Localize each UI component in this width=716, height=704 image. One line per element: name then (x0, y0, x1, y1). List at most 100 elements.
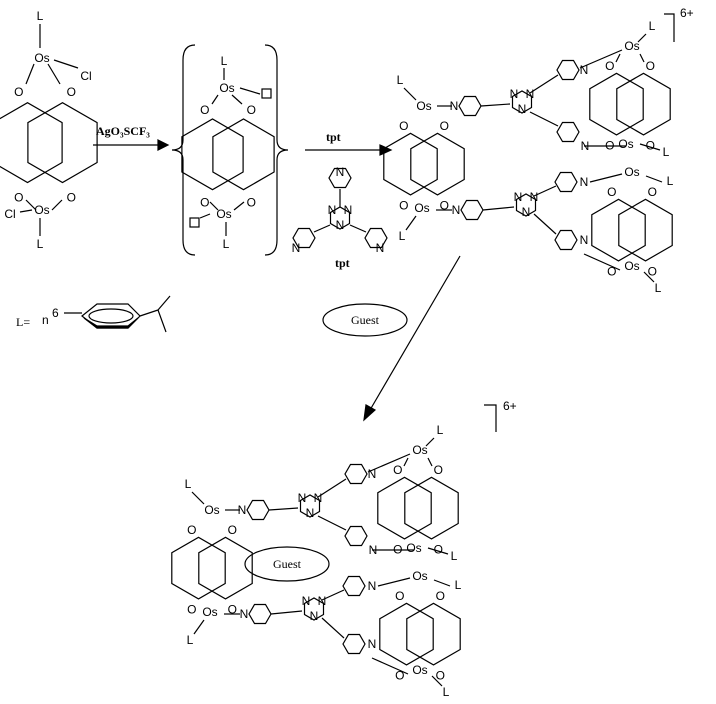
atom-l: L (443, 685, 450, 699)
bond (317, 478, 347, 498)
atom-l: L (451, 549, 458, 563)
eta-label: n (42, 313, 49, 327)
atom-n: N (522, 205, 531, 219)
ring (0, 102, 63, 184)
bond (589, 173, 623, 183)
bond (639, 53, 645, 63)
charge-bottom: 6+ (503, 399, 517, 413)
ring (198, 536, 253, 600)
atom-o: O (607, 264, 616, 278)
bond (639, 143, 661, 151)
bond (53, 59, 79, 69)
bond (51, 199, 63, 211)
atom-o: O (395, 668, 404, 682)
bond (367, 453, 411, 473)
bond (268, 507, 299, 511)
ring (212, 118, 275, 191)
atom-o: O (440, 119, 449, 133)
atom-os: Os (624, 39, 639, 53)
bond (482, 206, 515, 211)
ring (342, 633, 366, 655)
atom-n: N (510, 87, 519, 101)
atom-l: L (437, 423, 444, 437)
ring (554, 229, 578, 251)
atom-o: O (200, 103, 209, 117)
bond (405, 215, 417, 231)
atom-o: O (648, 264, 657, 278)
ring (515, 193, 537, 217)
ring (364, 227, 388, 249)
atom-os: Os (219, 81, 234, 95)
atom-os: Os (624, 165, 639, 179)
bond (193, 619, 205, 635)
atom-cl: Cl (80, 69, 91, 83)
atom-n: N (336, 218, 345, 232)
charge-bracket (484, 404, 497, 432)
ring (460, 199, 484, 221)
bond (431, 675, 443, 687)
bond (239, 87, 261, 95)
bond (533, 213, 557, 235)
atom-os: Os (34, 51, 49, 65)
atom-o: O (247, 195, 256, 209)
ring (618, 198, 673, 262)
atom-n: N (518, 102, 527, 116)
reaction-arrow-tpt: tpt (305, 130, 393, 156)
atom-l: L (187, 633, 194, 647)
bond (199, 213, 211, 219)
bond (211, 94, 219, 105)
atom-o: O (434, 463, 443, 477)
ring (329, 206, 351, 230)
bond (403, 457, 409, 467)
ring (328, 167, 352, 189)
atom-os: Os (202, 605, 217, 619)
ring (181, 118, 244, 191)
ligand-definition: L= n 6 (16, 295, 171, 333)
ring (410, 132, 465, 196)
bond (427, 547, 449, 555)
atom-o: O (436, 589, 445, 603)
bond (529, 74, 559, 94)
atom-l: L (649, 19, 656, 33)
atom-l: L (185, 477, 192, 491)
bond (270, 610, 303, 615)
atom-n: N (240, 607, 249, 621)
atom-n: N (368, 637, 377, 651)
atom-n: N (328, 203, 337, 217)
atom-cl: Cl (4, 207, 15, 221)
atom-o: O (393, 463, 402, 477)
atom-l: L (37, 9, 44, 23)
bond (321, 617, 345, 639)
atom-os: Os (618, 137, 633, 151)
silver-reagent-label: AgO₃SCF₃ (96, 124, 150, 138)
atom-os: Os (204, 503, 219, 517)
bond (480, 103, 511, 107)
atom-l: L (655, 281, 662, 295)
atom-o: O (605, 59, 614, 73)
atom-n: N (310, 609, 319, 623)
charge-bracket (664, 13, 675, 42)
bond (313, 224, 331, 233)
atom-o: O (228, 523, 237, 537)
bond (529, 111, 559, 127)
ring (556, 121, 580, 143)
atom-o: O (646, 138, 655, 152)
atom-l: L (221, 54, 228, 68)
eta-superscript: 6 (52, 306, 59, 320)
bond (583, 253, 621, 271)
bond (47, 63, 61, 85)
bond (579, 49, 623, 69)
atom-l: L (663, 145, 670, 159)
bond (191, 491, 205, 505)
ring (458, 95, 482, 117)
ring (511, 90, 533, 114)
bond (643, 271, 655, 283)
bond (425, 437, 435, 447)
ring (299, 494, 321, 518)
atom-l: L (223, 237, 230, 251)
atom-n: N (318, 594, 327, 608)
